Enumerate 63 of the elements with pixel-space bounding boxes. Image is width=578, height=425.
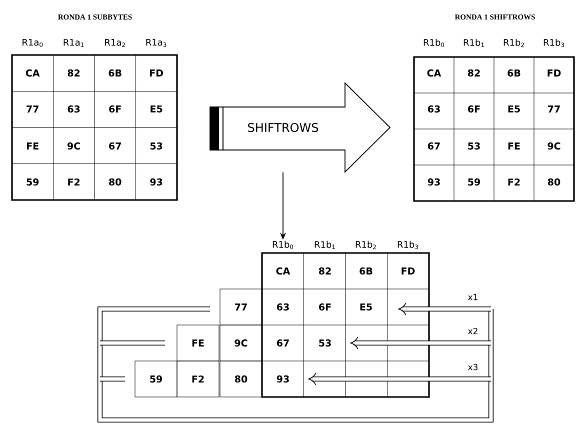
table-cell: 77 <box>235 304 247 310</box>
table-cell: 67 <box>428 142 440 150</box>
table-cell: 80 <box>109 178 122 186</box>
table-cell: 6B <box>508 69 520 77</box>
table-cell: F2 <box>68 178 80 186</box>
table-cell: FE <box>27 142 38 150</box>
table-cell: CA <box>276 267 290 275</box>
table-cell: FD <box>402 268 415 274</box>
column-header: R1b$_{1}$ <box>464 38 484 48</box>
table-cell: 67 <box>277 339 289 347</box>
column-header: R1b$_{3}$ <box>398 240 418 250</box>
column-header: R1a$_{3}$ <box>146 39 166 47</box>
table-cell: 80 <box>234 375 248 383</box>
table-cell: 59 <box>26 178 39 186</box>
table-cell: 63 <box>428 105 440 113</box>
table-cell: 6B <box>360 267 372 275</box>
table-cell: 82 <box>468 69 480 77</box>
column-header: R1a$_{1}$ <box>64 39 84 47</box>
column-header: R1a$_{0}$ <box>22 39 43 47</box>
table-cell: 59 <box>150 375 162 383</box>
column-header: R1b$_{2}$ <box>504 38 524 48</box>
table-cell: FD <box>548 70 561 76</box>
column-header: R1a$_{2}$ <box>105 39 125 47</box>
table-cell: 53 <box>468 142 480 150</box>
table-cell: F2 <box>192 375 204 383</box>
table-cell: 63 <box>68 105 80 113</box>
table-cell: 93 <box>276 375 289 383</box>
column-header: R1b$_{0}$ <box>272 240 294 250</box>
table-cell: 82 <box>318 267 331 275</box>
table-cell: 6F <box>468 105 480 113</box>
table-cell: 9C <box>68 142 80 150</box>
table-cell: CA <box>427 69 442 77</box>
column-header: R1b$_{3}$ <box>544 38 564 48</box>
column-header: R1b$_{2}$ <box>356 240 376 250</box>
table-cell: 9C <box>548 142 560 150</box>
table-cell: 67 <box>109 142 121 150</box>
shift-label: x2 <box>468 328 478 334</box>
table-cell: 82 <box>68 69 80 77</box>
table-cell: E5 <box>508 105 520 113</box>
table-cell: 6F <box>319 303 331 311</box>
column-header: R1b$_{1}$ <box>314 240 335 250</box>
table-cell: 53 <box>319 339 331 347</box>
shift-label: x1 <box>468 294 478 300</box>
table-cell: 80 <box>548 178 560 186</box>
table-cell: 93 <box>428 178 440 186</box>
table-cell: FD <box>150 70 163 76</box>
table-cell: 6F <box>109 105 121 113</box>
table-cell: F2 <box>508 178 520 186</box>
table-cell: 53 <box>150 142 162 150</box>
table-cell: FE <box>508 142 520 150</box>
table-cell: 77 <box>26 106 38 112</box>
table-cell: E5 <box>150 105 162 113</box>
table-cell: 59 <box>468 178 480 186</box>
table-cell: 63 <box>277 303 289 311</box>
table-cell: E5 <box>360 303 372 311</box>
shift-label: x3 <box>468 364 478 370</box>
table-cell: 93 <box>150 178 162 186</box>
table-cell: 9C <box>234 339 248 347</box>
table-cell: 6B <box>108 69 122 77</box>
table-cell: 77 <box>548 106 560 112</box>
table-cell: CA <box>26 69 40 77</box>
column-header: R1b$_{0}$ <box>424 38 444 48</box>
table-cell: FE <box>192 340 204 346</box>
